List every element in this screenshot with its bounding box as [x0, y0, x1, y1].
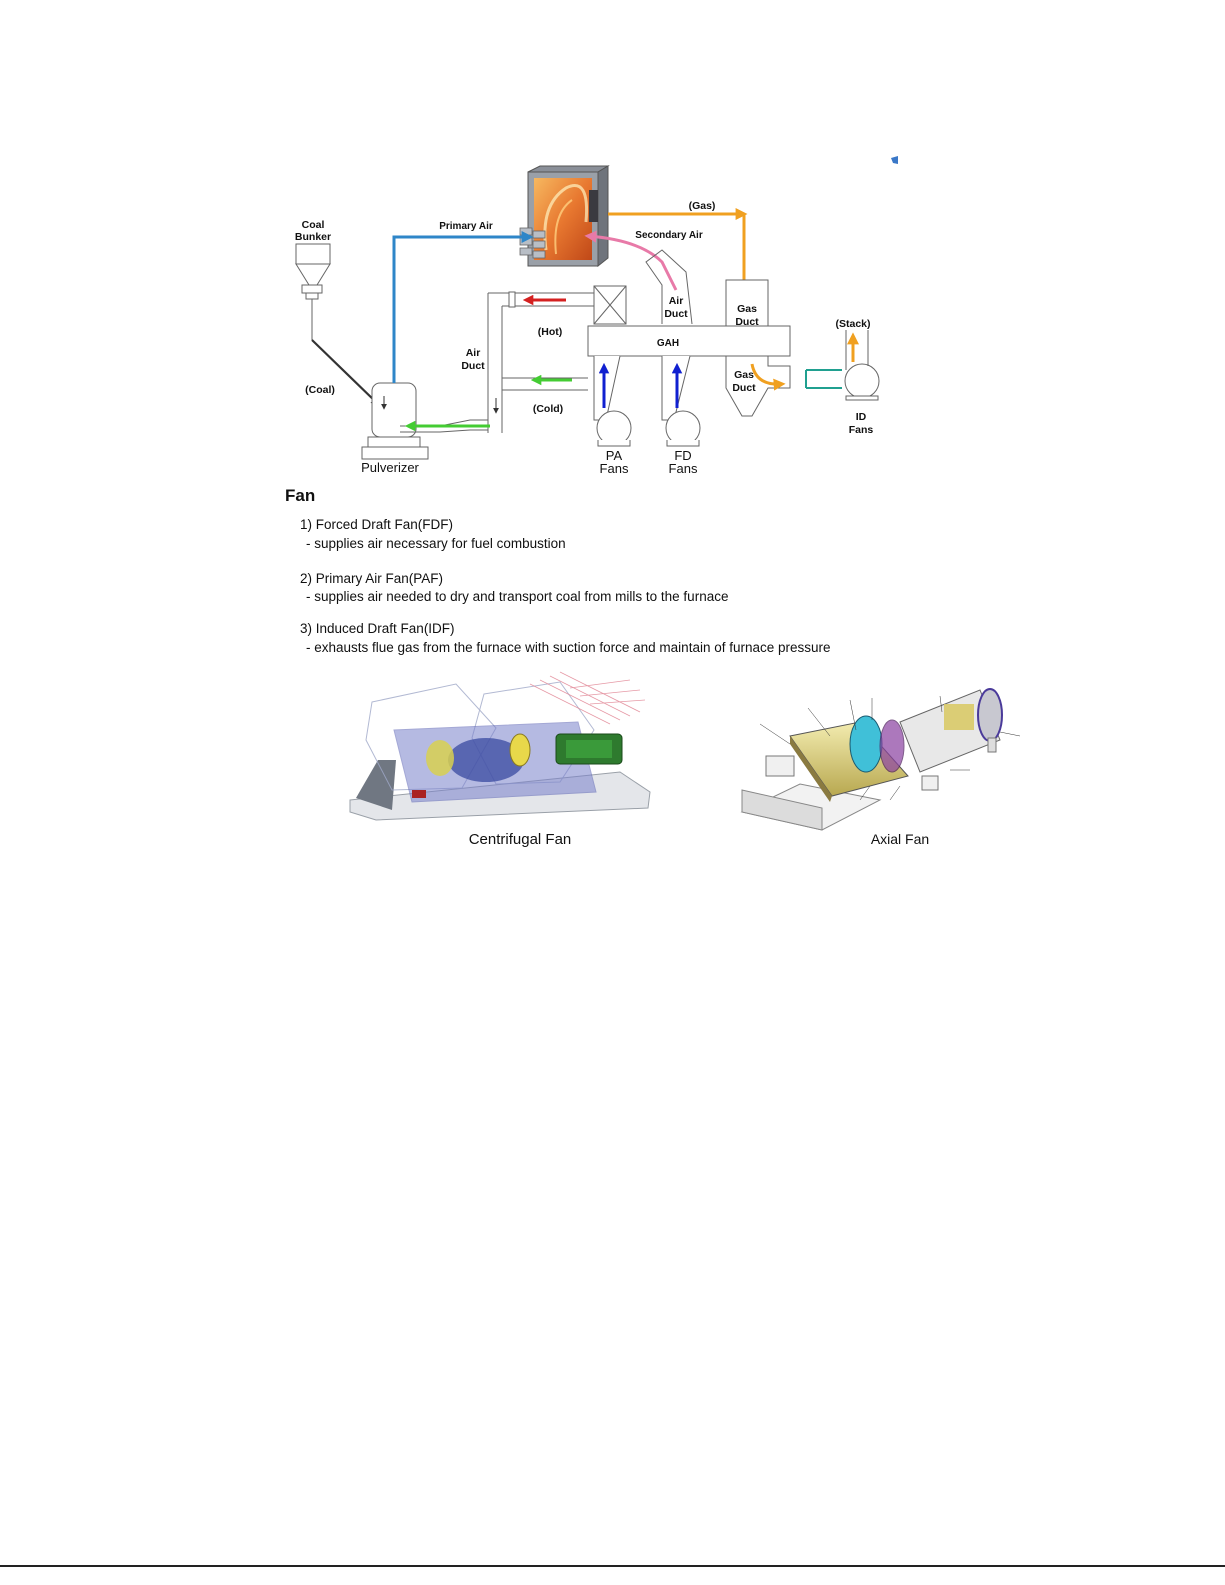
- id-fans-label-2: Fans: [849, 424, 874, 436]
- cold-label: (Cold): [533, 403, 563, 415]
- gas-duct-bottom-label: Gas: [734, 369, 754, 381]
- secondary-air-label: Secondary Air: [635, 230, 703, 241]
- idf-description: - exhausts flue gas from the furnace wit…: [306, 640, 831, 655]
- primary-air-line: [392, 231, 534, 383]
- axial-fan-illustration: [740, 688, 1021, 831]
- id-fan-link: [805, 369, 842, 389]
- bottom-rule: [0, 1565, 1225, 1567]
- secondary-air-line: [584, 230, 678, 291]
- air-duct-left-label: Air: [466, 347, 481, 359]
- fd-fans-label: FD: [674, 448, 691, 463]
- coal-label: (Coal): [305, 384, 335, 396]
- air-duct-left-label-2: Duct: [461, 360, 485, 372]
- pulverizer: [361, 382, 429, 460]
- id-fan: [844, 330, 880, 401]
- centrifugal-fan-illustration: [349, 671, 651, 821]
- furnace: [519, 165, 610, 268]
- id-fans-label: ID: [856, 411, 867, 423]
- section-title: Fan: [285, 486, 316, 505]
- corner-mark: [891, 156, 898, 164]
- coal-feed-arrow: [311, 339, 380, 406]
- pa-fans-label: PA: [606, 448, 623, 463]
- gas-duct-bottom-label-2: Duct: [732, 382, 756, 394]
- fd-fans-label-2: Fans: [669, 461, 698, 476]
- pa-fan: [593, 355, 632, 447]
- gah-label: GAH: [657, 338, 679, 349]
- air-duct-right-label-2: Duct: [664, 308, 688, 320]
- coal-bunker-label-2: Bunker: [295, 231, 331, 243]
- pa-fans-label-2: Fans: [600, 461, 629, 476]
- gas-to-id-arrow: [750, 363, 786, 391]
- gas-duct-top-label-2: Duct: [735, 316, 759, 328]
- gas-label: (Gas): [689, 200, 716, 212]
- stack-label: (Stack): [835, 318, 870, 330]
- pulverizer-label: Pulverizer: [361, 460, 419, 475]
- fdf-description: - supplies air necessary for fuel combus…: [306, 536, 566, 551]
- gas-duct-top-label: Gas: [737, 303, 757, 315]
- coal-bunker: [295, 243, 331, 340]
- diagram-labels: Coal Bunker Primary Air (Gas) Secondary …: [295, 200, 874, 476]
- paf-description: - supplies air needed to dry and transpo…: [306, 589, 729, 604]
- ductwork: [400, 249, 791, 433]
- primary-air-label: Primary Air: [439, 221, 493, 232]
- paf-title: 2) Primary Air Fan(PAF): [300, 571, 444, 586]
- idf-title: 3) Induced Draft Fan(IDF): [300, 621, 455, 636]
- fdf-title: 1) Forced Draft Fan(FDF): [300, 517, 454, 532]
- axial-fan-caption: Axial Fan: [870, 831, 930, 847]
- fd-fan: [661, 355, 701, 447]
- centrifugal-fan-caption: Centrifugal Fan: [468, 831, 572, 848]
- coal-bunker-label: Coal: [302, 219, 325, 231]
- hot-label: (Hot): [538, 326, 563, 338]
- air-duct-right-label: Air: [669, 295, 684, 307]
